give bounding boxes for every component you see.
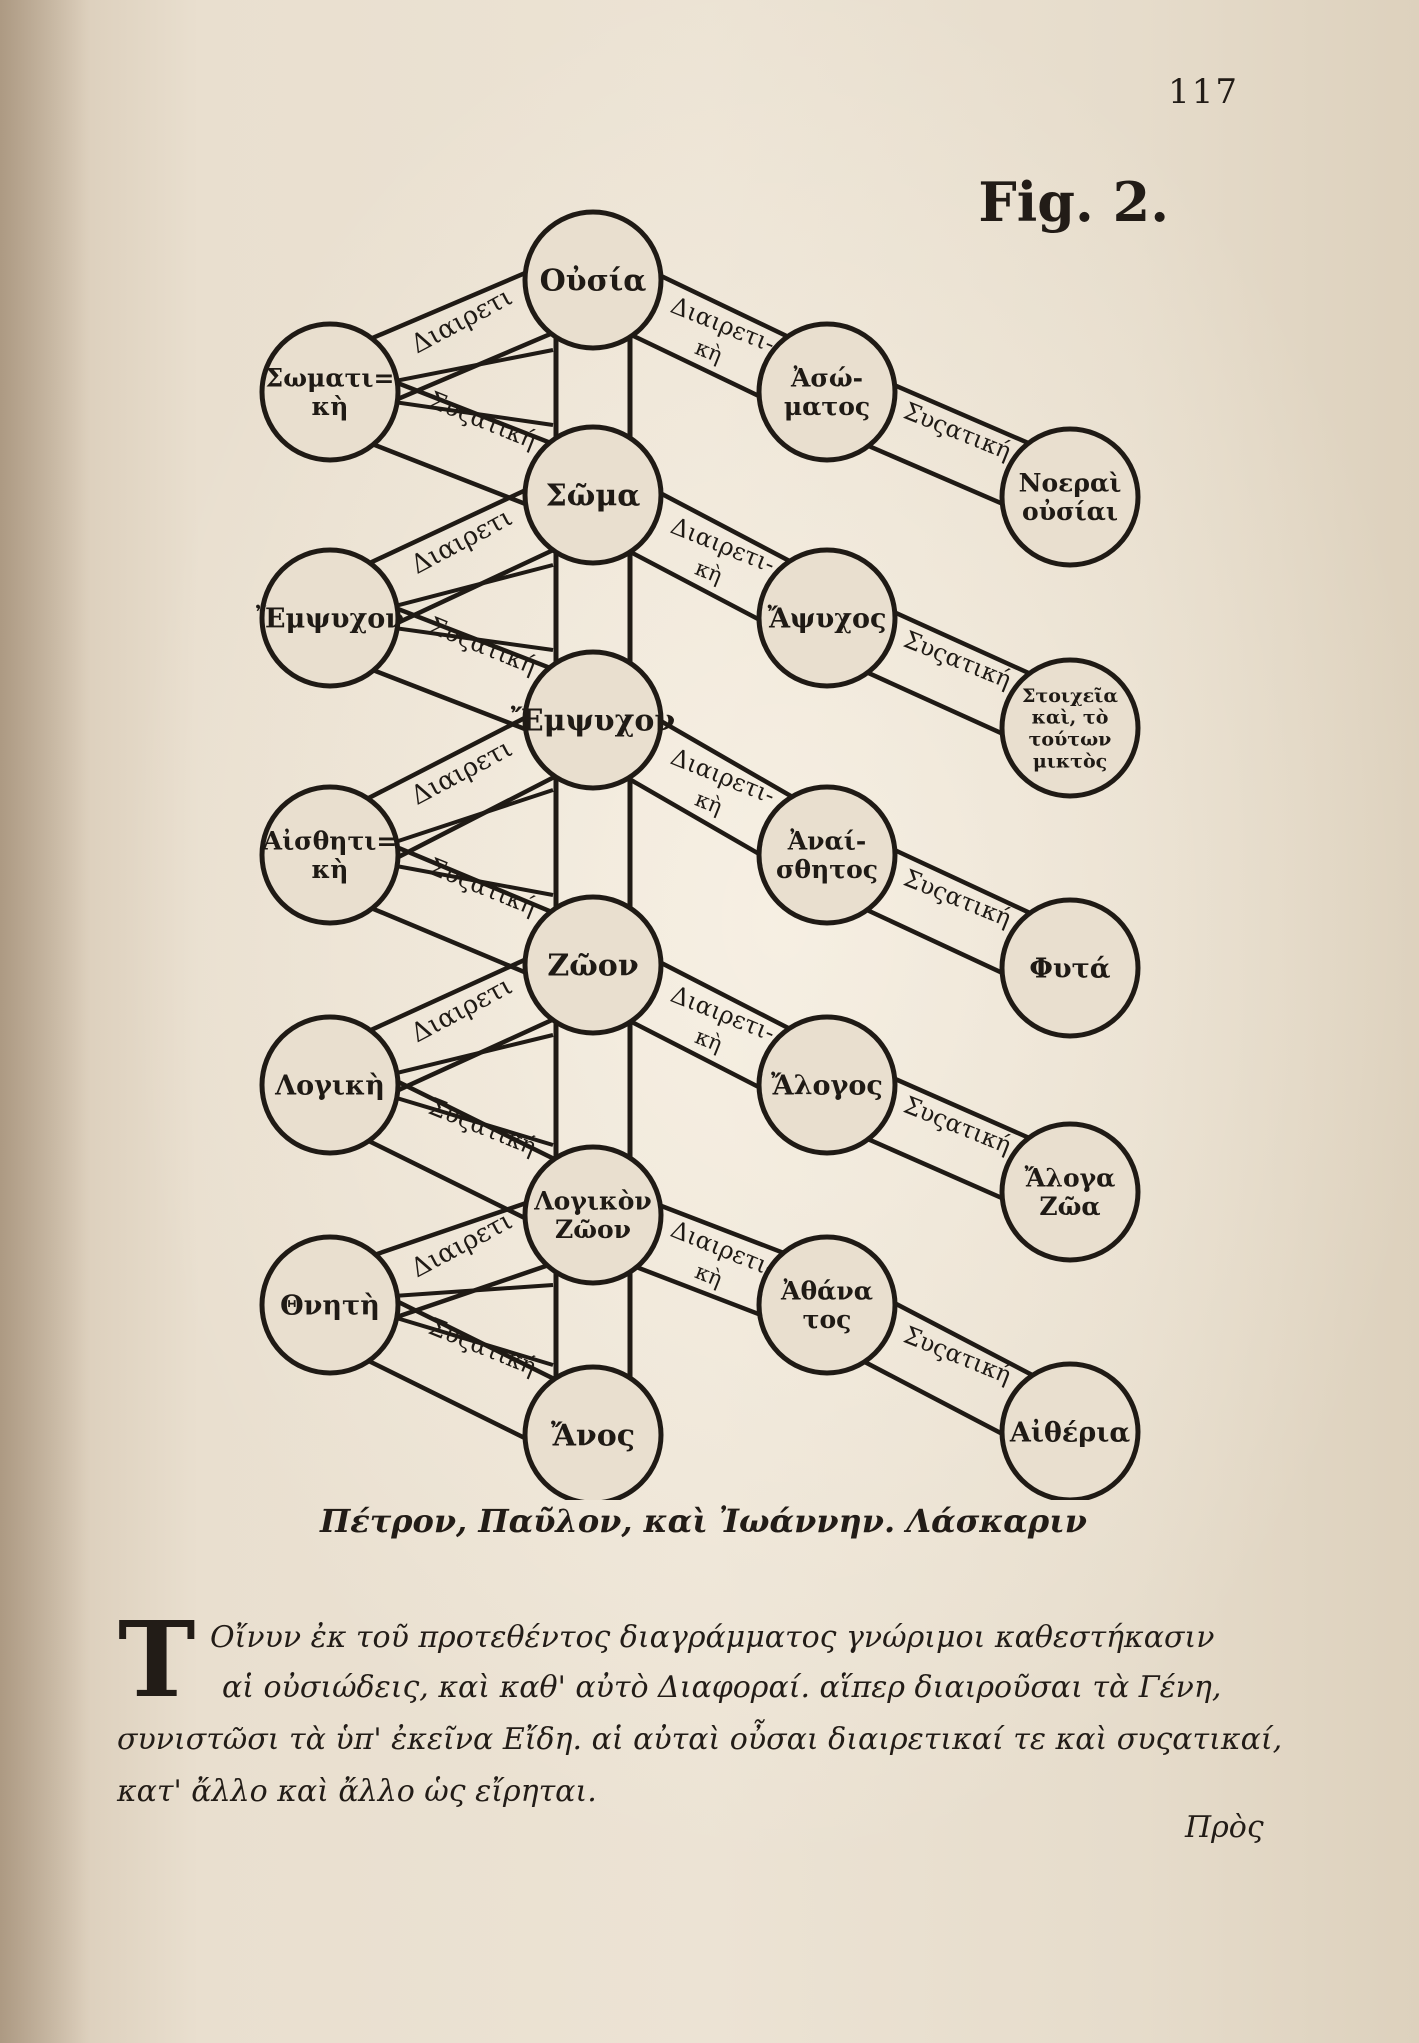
node-noerai-ousiai-label: οὐσίαι [1022, 497, 1118, 526]
node-logikon-zoon-circle [522, 1144, 664, 1286]
node-logikon-zoon-label: Ζῶον [555, 1215, 631, 1244]
node-aisthetike-label: κὴ [312, 855, 349, 884]
body-text-line: αἱ οὐσιώδεις, καὶ καθ' αὐτὸ Διαφοραί. αἵ… [222, 1670, 1222, 1705]
node-stoicheia-label: Στοιχεῖα [1022, 685, 1118, 707]
band-label-diairetike-suffix: κὴ [691, 787, 725, 820]
body-text-line: συνιστῶσι τὰ ὑπ' ἐκεῖνα Εἴδη. αἱ αὐταὶ ο… [117, 1722, 1283, 1757]
node-anthropos-label: Ἄνος [551, 1419, 635, 1454]
node-athanatos-label: τος [803, 1305, 852, 1334]
node-stoicheia-label: τούτων [1029, 729, 1112, 751]
band-label-diairetike: Διαιρετι [406, 971, 517, 1049]
node-alogos-label: Ἄλογος [771, 1070, 883, 1101]
node-empsychon-label: Ἔμψυχον [511, 704, 675, 739]
brace-line [379, 1033, 554, 1079]
band-label-diairetike: Διαιρετι [406, 502, 517, 580]
node-soma-label: Σῶμα [546, 479, 641, 514]
brace-line [379, 624, 554, 652]
node-athanatos-label: Ἀθάνα [780, 1276, 873, 1305]
node-phyta-circle [999, 897, 1141, 1039]
band-label-diairetike: Διαιρετι [406, 1206, 517, 1284]
porphyrian-tree-diagram: ΔιαιρετιΣυςατικήΔιαιρετι-κὴΣυςατικήΔιαιρ… [256, 209, 1141, 1500]
node-apsychos-circle [756, 547, 898, 689]
page-gutter-shadow [0, 0, 90, 2043]
node-thnete-label: Θνητὴ [280, 1290, 380, 1321]
node-zoon-label: Ζῶον [547, 949, 638, 984]
node-apsychos-label: Ἄψυχος [768, 603, 887, 634]
node-ousia-label: Οὐσία [540, 264, 647, 299]
node-aisthetike-circle [259, 784, 401, 926]
node-anaisthetos-label: σθητος [776, 855, 878, 884]
page-number: 117 [1168, 72, 1239, 112]
node-somatike-label: κὴ [312, 392, 349, 421]
node-aitheria-label: Αἰθέρια [1009, 1417, 1130, 1448]
node-anthropos-circle [522, 1364, 664, 1500]
node-somatike-label: Σωματι= [266, 363, 395, 392]
node-stoicheia-circle [999, 657, 1141, 799]
node-asomatos-label: Ἀσώ- [790, 363, 863, 392]
node-phyta-label: Φυτά [1029, 953, 1110, 984]
node-zoon-circle [522, 894, 664, 1036]
diagram-nodes: ΟὐσίαΣῶμαἜμψυχονΖῶονΛογικὸνΖῶονἌνοςΣωματ… [256, 209, 1141, 1500]
node-anaisthetos-label: Ἀναί- [787, 826, 866, 855]
node-alogos-circle [756, 1014, 898, 1156]
node-stoicheia-label: μικτὸς [1033, 750, 1107, 772]
node-aloga-zoa-label: Ἄλογα [1025, 1163, 1116, 1192]
node-soma-circle [522, 424, 664, 566]
brace-line [379, 861, 554, 897]
node-aloga-zoa-label: Ζῶα [1039, 1192, 1100, 1221]
node-logike-circle [259, 1014, 401, 1156]
node-empsychon-left-label: Ἔμψυχον [256, 603, 404, 634]
node-aloga-zoa-circle [999, 1121, 1141, 1263]
band-label-diairetike-suffix: κὴ [691, 1259, 725, 1292]
node-noerai-ousiai-label: Νοεραὶ [1019, 468, 1122, 497]
node-asomatos-label: ματος [784, 392, 870, 421]
figure-caption: Πέτρον, Παῦλον, καὶ Ἰωάννην. Λάσκαριν [320, 1502, 1087, 1540]
brace-line [379, 398, 554, 427]
node-somatike-circle [259, 321, 401, 463]
brace-line [379, 563, 554, 612]
drop-cap: T [118, 1598, 196, 1721]
node-ousia-circle [522, 209, 664, 351]
node-aitheria-circle [999, 1361, 1141, 1500]
brace-line [379, 348, 554, 386]
node-logike-label: Λογικὴ [274, 1070, 385, 1101]
node-asomatos-circle [756, 321, 898, 463]
catchword: Πρὸς [1185, 1810, 1264, 1845]
body-text-line: Οἴνυν ἐκ τοῦ προτεθέντος διαγράμματος γν… [210, 1620, 1215, 1655]
band-label-diairetike: Διαιρετι [406, 282, 517, 360]
band-label-systatike: Συςατική [425, 1312, 541, 1380]
node-logikon-zoon-label: Λογικὸν [533, 1186, 651, 1215]
band-label-systatike: Συςατική [425, 852, 541, 920]
node-anaisthetos-circle [756, 784, 898, 926]
node-noerai-ousiai-circle [999, 426, 1141, 568]
figure-label: Fig. 2. [978, 170, 1169, 234]
brace-line [379, 788, 554, 849]
node-empsychon-left-circle [259, 547, 401, 689]
node-empsychon-circle [522, 649, 664, 791]
node-athanatos-circle [756, 1234, 898, 1376]
node-thnete-circle [259, 1234, 401, 1376]
brace-line [379, 1311, 554, 1367]
body-text-line: κατ' ἄλλο καὶ ἄλλο ὡς εἴρηται. [117, 1774, 597, 1809]
brace-line [379, 1283, 554, 1299]
node-stoicheia-label: καὶ, τὸ [1032, 707, 1109, 729]
node-aisthetike-label: Αἰσθητι= [262, 826, 398, 855]
band-label-systatike: Συςατική [425, 1092, 541, 1160]
brace-line [379, 1091, 554, 1147]
